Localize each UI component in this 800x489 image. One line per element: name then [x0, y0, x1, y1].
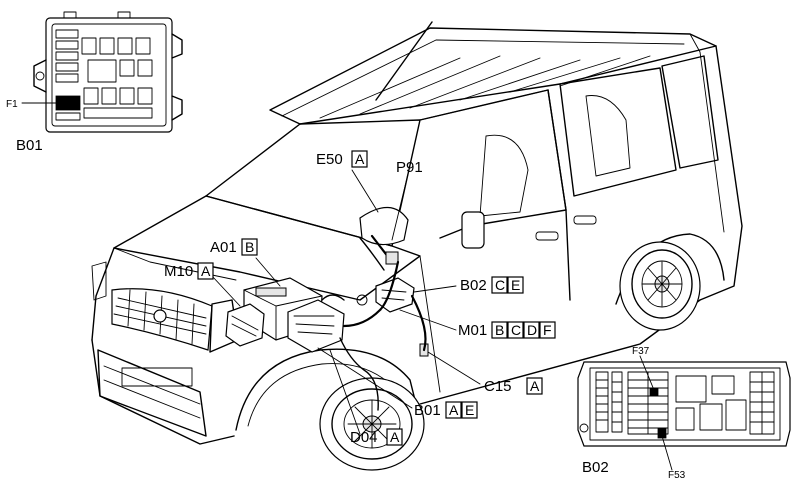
p91-label: P91 — [396, 159, 423, 176]
m10-pin-a: A — [201, 263, 211, 279]
a01-label: A01 — [210, 239, 237, 256]
c15-pin-a: A — [530, 378, 540, 394]
m01-pin-d: D — [527, 322, 537, 338]
b01-pin-a: A — [449, 402, 459, 418]
b02-inset-title: B02 — [582, 459, 609, 476]
b01-fuse-label: F1 — [6, 99, 18, 110]
leader-lines — [211, 169, 481, 435]
b02-fuse-box-drawing — [577, 355, 791, 471]
b02-fuse-top-label: F37 — [632, 346, 650, 357]
d04-connector — [356, 294, 368, 306]
e50-steering-column — [359, 206, 409, 265]
m01-pin-b: B — [495, 322, 504, 338]
b02-pin-e: E — [511, 277, 520, 293]
b01-label: B01 — [414, 402, 441, 419]
c15-label: C15 — [484, 378, 512, 395]
m10-label: M10 — [164, 263, 193, 280]
e50-pin-a: A — [355, 151, 365, 167]
m10-module — [225, 303, 265, 347]
b01-fuse-box-drawing — [21, 11, 183, 133]
front-wheel — [319, 377, 425, 471]
b02-label: B02 — [460, 277, 487, 294]
b01-engine-fuse-box — [287, 299, 345, 353]
rear-wheel — [619, 241, 701, 331]
b02-pin-c: C — [495, 277, 505, 293]
d04-pin-a: A — [390, 429, 400, 445]
wiring-harness — [321, 237, 427, 411]
m01-pin-f: F — [543, 322, 552, 338]
m01-label: M01 — [458, 322, 487, 339]
m01-pin-c: C — [511, 322, 521, 338]
e50-label: E50 — [316, 151, 343, 168]
a01-pin-b: B — [245, 239, 254, 255]
b01-inset-title: B01 — [16, 137, 43, 154]
b02-fuse-bottom-label: F53 — [668, 470, 686, 481]
b01-pin-e: E — [465, 402, 474, 418]
d04-label: D04 — [350, 429, 378, 446]
